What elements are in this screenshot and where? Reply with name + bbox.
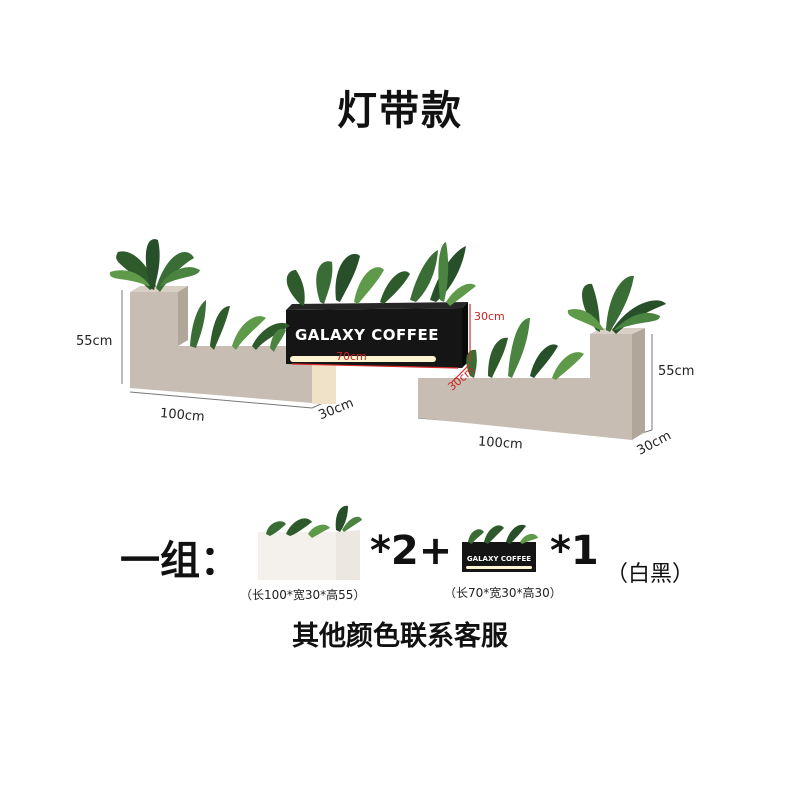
- dim-center-height: 30cm: [474, 310, 505, 323]
- glow-column: [312, 360, 336, 404]
- qty-planter-white: *2+: [370, 528, 453, 574]
- dim-right-height: 55cm: [658, 364, 695, 379]
- led-strip: [290, 356, 436, 362]
- thumb-sign-text: GALAXY COFFEE: [466, 555, 532, 563]
- thumb-planter-white: [258, 505, 362, 580]
- plants-left: [109, 239, 290, 352]
- sign-text: GALAXY COFFEE: [295, 326, 439, 344]
- qty-box-black: *1: [550, 528, 599, 574]
- plants-right: [466, 275, 666, 380]
- dim-center-length: 70cm: [336, 350, 367, 363]
- contact-note: 其他颜色联系客服: [292, 621, 508, 652]
- spec-planter-white: （长100*宽30*高55）: [240, 588, 366, 602]
- dim-right-length: 100cm: [477, 434, 524, 453]
- thumb-box-black: [462, 524, 538, 572]
- center-dimension-marks: [291, 304, 471, 383]
- center-box: [286, 302, 468, 368]
- spec-box-black: （长70*宽30*高30）: [444, 586, 562, 600]
- color-options: （白黑）: [606, 562, 695, 587]
- plants-center: [286, 242, 476, 306]
- set-label: 一组：: [120, 538, 240, 584]
- page-title: 灯带款: [337, 88, 463, 134]
- dim-left-height: 55cm: [76, 334, 113, 349]
